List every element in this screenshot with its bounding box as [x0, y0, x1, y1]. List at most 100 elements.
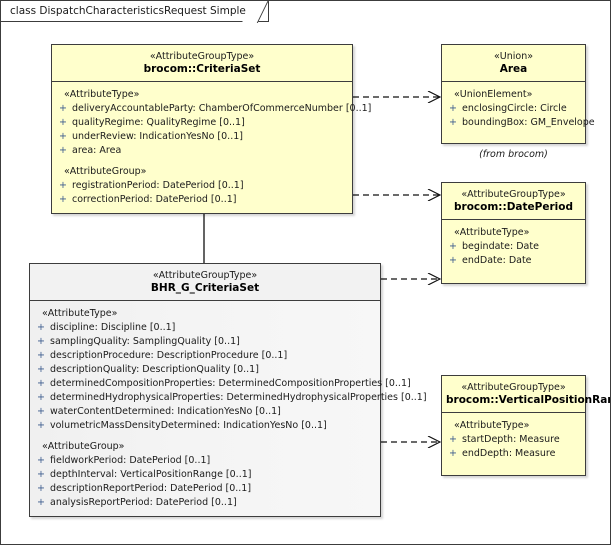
class-body-area: «UnionElement» + enclosingCircle: Circle… [442, 81, 595, 143]
visibility-marker: + [59, 131, 67, 142]
class-box-criteriaset[interactable]: «AttributeGroupType» brocom::CriteriaSet… [51, 44, 371, 214]
attribute-signature: deliveryAccountableParty: ChamberOfComme… [72, 103, 372, 114]
attribute-row[interactable]: + samplingQuality: SamplingQuality [0..1… [32, 335, 378, 349]
attribute-signature: depthInterval: VerticalPositionRange [0.… [50, 469, 252, 480]
class-name: brocom::CriteriaSet [143, 63, 261, 75]
class-header-criteriaset: «AttributeGroupType» brocom::CriteriaSet [52, 45, 352, 81]
attribute-group-label: «AttributeType» [454, 227, 530, 238]
attribute-signature: begindate: Date [462, 241, 539, 252]
visibility-marker: + [59, 180, 67, 191]
visibility-marker: + [37, 378, 45, 389]
attribute-row[interactable]: + registrationPeriod: DatePeriod [0..1] [54, 179, 350, 193]
class-body-verticalpositionrange: «AttributeType» + startDepth: Measure + … [442, 412, 585, 475]
attribute-row[interactable]: + determinedCompositionProperties: Deter… [32, 377, 411, 391]
class-header-area: «Union» Area [442, 45, 585, 81]
visibility-marker: + [37, 483, 45, 494]
attribute-row[interactable]: + discipline: Discipline [0..1] [32, 321, 378, 335]
visibility-marker: + [37, 497, 45, 508]
class-header-dateperiod: «AttributeGroupType» brocom::DatePeriod [442, 183, 585, 219]
attribute-row[interactable]: + volumetricMassDensityDetermined: Indic… [32, 419, 378, 433]
visibility-marker: + [59, 194, 67, 205]
attribute-signature: qualityRegime: QualityRegime [0..1] [72, 117, 245, 128]
visibility-marker: + [37, 469, 45, 480]
visibility-marker: + [449, 117, 457, 128]
class-stereotype: «Union» [493, 51, 534, 62]
class-box-dateperiod[interactable]: «AttributeGroupType» brocom::DatePeriod … [441, 182, 586, 284]
attribute-signature: analysisReportPeriod: DatePeriod [0..1] [50, 497, 237, 508]
class-box-area[interactable]: «Union» Area «UnionElement» + enclosingC… [441, 44, 595, 144]
attribute-signature: samplingQuality: SamplingQuality [0..1] [50, 336, 240, 347]
class-name: brocom::VerticalPositionRange [446, 394, 610, 406]
visibility-marker: + [449, 434, 457, 445]
attribute-row[interactable]: + determinedHydrophysicalProperties: Det… [32, 391, 427, 405]
attribute-signature: waterContentDetermined: IndicationYesNo … [50, 406, 281, 417]
attribute-signature: underReview: IndicationYesNo [0..1] [72, 131, 243, 142]
attribute-signature: determinedHydrophysicalProperties: Deter… [50, 392, 427, 403]
attribute-row[interactable]: + endDepth: Measure [444, 447, 583, 461]
attribute-signature: descriptionReportPeriod: DatePeriod [0..… [50, 483, 252, 494]
attribute-row[interactable]: + underReview: IndicationYesNo [0..1] [54, 130, 350, 144]
class-body-bhr-criteriaset: «AttributeType» + discipline: Discipline… [30, 300, 427, 516]
visibility-marker: + [37, 364, 45, 375]
attribute-row[interactable]: + descriptionQuality: DescriptionQuality… [32, 363, 378, 377]
attribute-signature: endDepth: Measure [462, 448, 556, 459]
attribute-row[interactable]: + begindate: Date [444, 240, 583, 254]
attribute-signature: descriptionProcedure: DescriptionProcedu… [50, 350, 288, 361]
visibility-marker: + [449, 255, 457, 266]
attribute-row[interactable]: + depthInterval: VerticalPositionRange [… [32, 468, 378, 482]
attribute-group-label: «AttributeGroup» [42, 441, 125, 452]
class-stereotype: «AttributeGroupType» [149, 51, 255, 62]
visibility-marker: + [59, 145, 67, 156]
class-name: BHR_G_CriteriaSet [150, 282, 260, 294]
attribute-signature: registrationPeriod: DatePeriod [0..1] [72, 180, 244, 191]
class-header-verticalpositionrange: «AttributeGroupType» brocom::VerticalPos… [442, 376, 610, 412]
attribute-row[interactable]: + enclosingCircle: Circle [444, 102, 583, 116]
attribute-row[interactable]: + deliveryAccountableParty: ChamberOfCom… [54, 102, 371, 116]
visibility-marker: + [37, 350, 45, 361]
attribute-group-label: «UnionElement» [454, 89, 533, 100]
attribute-signature: boundingBox: GM_Envelope [462, 117, 595, 128]
visibility-marker: + [37, 392, 45, 403]
attribute-row[interactable]: + fieldworkPeriod: DatePeriod [0..1] [32, 454, 378, 468]
attribute-row[interactable]: + analysisReportPeriod: DatePeriod [0..1… [32, 496, 378, 510]
attribute-signature: enclosingCircle: Circle [462, 103, 567, 114]
class-box-verticalpositionrange[interactable]: «AttributeGroupType» brocom::VerticalPos… [441, 375, 610, 476]
class-body-dateperiod: «AttributeType» + begindate: Date + endD… [442, 219, 585, 283]
class-body-criteriaset: «AttributeType» + deliveryAccountablePar… [52, 81, 371, 213]
visibility-marker: + [449, 103, 457, 114]
visibility-marker: + [37, 322, 45, 333]
visibility-marker: + [449, 241, 457, 252]
class-stereotype: «AttributeGroupType» [461, 189, 566, 200]
attribute-signature: volumetricMassDensityDetermined: Indicat… [50, 420, 327, 431]
class-header-bhr-criteriaset: «AttributeGroupType» BHR_G_CriteriaSet [30, 264, 380, 300]
attribute-group-label: «AttributeGroup» [64, 166, 147, 177]
attribute-row[interactable]: + waterContentDetermined: IndicationYesN… [32, 405, 378, 419]
visibility-marker: + [59, 117, 67, 128]
attribute-signature: area: Area [72, 145, 122, 156]
attribute-row[interactable]: + qualityRegime: QualityRegime [0..1] [54, 116, 350, 130]
visibility-marker: + [449, 448, 457, 459]
attribute-group-label: «AttributeType» [64, 89, 140, 100]
class-box-bhr-criteriaset[interactable]: «AttributeGroupType» BHR_G_CriteriaSet «… [29, 263, 427, 517]
attribute-row[interactable]: + descriptionProcedure: DescriptionProce… [32, 349, 378, 363]
attribute-row[interactable]: + descriptionReportPeriod: DatePeriod [0… [32, 482, 378, 496]
visibility-marker: + [37, 420, 45, 431]
package-origin-note-area: (from brocom) [479, 149, 548, 160]
diagram-frame-label-text: class DispatchCharacteristicsRequest Sim… [10, 5, 246, 17]
attribute-row[interactable]: + area: Area [54, 144, 350, 158]
class-stereotype: «AttributeGroupType» [152, 270, 258, 281]
attribute-row[interactable]: + endDate: Date [444, 254, 583, 268]
attribute-row[interactable]: + correctionPeriod: DatePeriod [0..1] [54, 193, 350, 207]
visibility-marker: + [37, 406, 45, 417]
diagram-frame-label: class DispatchCharacteristicsRequest Sim… [1, 1, 269, 23]
attribute-row[interactable]: + boundingBox: GM_Envelope [444, 116, 595, 130]
attribute-signature: correctionPeriod: DatePeriod [0..1] [72, 194, 237, 205]
class-stereotype: «AttributeGroupType» [461, 382, 566, 393]
attribute-signature: descriptionQuality: DescriptionQuality [… [50, 364, 259, 375]
class-name: brocom::DatePeriod [454, 201, 573, 213]
attribute-row[interactable]: + startDepth: Measure [444, 433, 583, 447]
visibility-marker: + [59, 103, 67, 114]
attribute-signature: discipline: Discipline [0..1] [50, 322, 176, 333]
attribute-signature: fieldworkPeriod: DatePeriod [0..1] [50, 455, 211, 466]
